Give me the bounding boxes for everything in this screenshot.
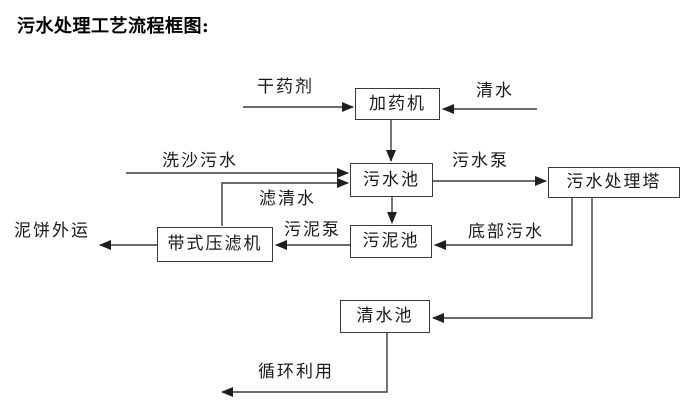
edge-label-sand-washing-sewage: 洗沙污水 <box>162 151 238 171</box>
arrow-treatment-tower-to-sludge-pool-bottom-sewage <box>434 198 573 250</box>
node-treatment-tower: 污水处理塔 <box>548 167 680 198</box>
edge-label-mud-cake-transport: 泥饼外运 <box>14 221 90 241</box>
edge-label-sewage-pump: 污水泵 <box>452 151 509 171</box>
node-sludge-pool: 污泥池 <box>350 225 432 258</box>
edge-label-clean-water: 清水 <box>476 81 514 101</box>
edge-label-recycling: 循环利用 <box>258 362 334 382</box>
node-clean-water-pool: 清水池 <box>340 300 430 333</box>
edge-label-dry-agent: 干药剂 <box>257 77 314 97</box>
edge-label-bottom-sewage: 底部污水 <box>468 222 544 242</box>
node-dosing-machine: 加药机 <box>355 88 440 120</box>
node-belt-filter-press: 带式压滤机 <box>157 227 273 262</box>
edge-label-filtered-water: 滤清水 <box>259 189 316 209</box>
arrow-clean-pool-to-recycling <box>221 333 388 397</box>
arrow-treatment-tower-to-clean-pool <box>432 198 593 323</box>
diagram-title: 污水处理工艺流程框图: <box>17 16 210 37</box>
edge-label-sludge-pump: 污泥泵 <box>284 220 341 240</box>
node-sewage-pool: 污水池 <box>350 163 433 197</box>
arrow-belt-press-to-sewage-pool-filtered-water <box>221 178 349 226</box>
